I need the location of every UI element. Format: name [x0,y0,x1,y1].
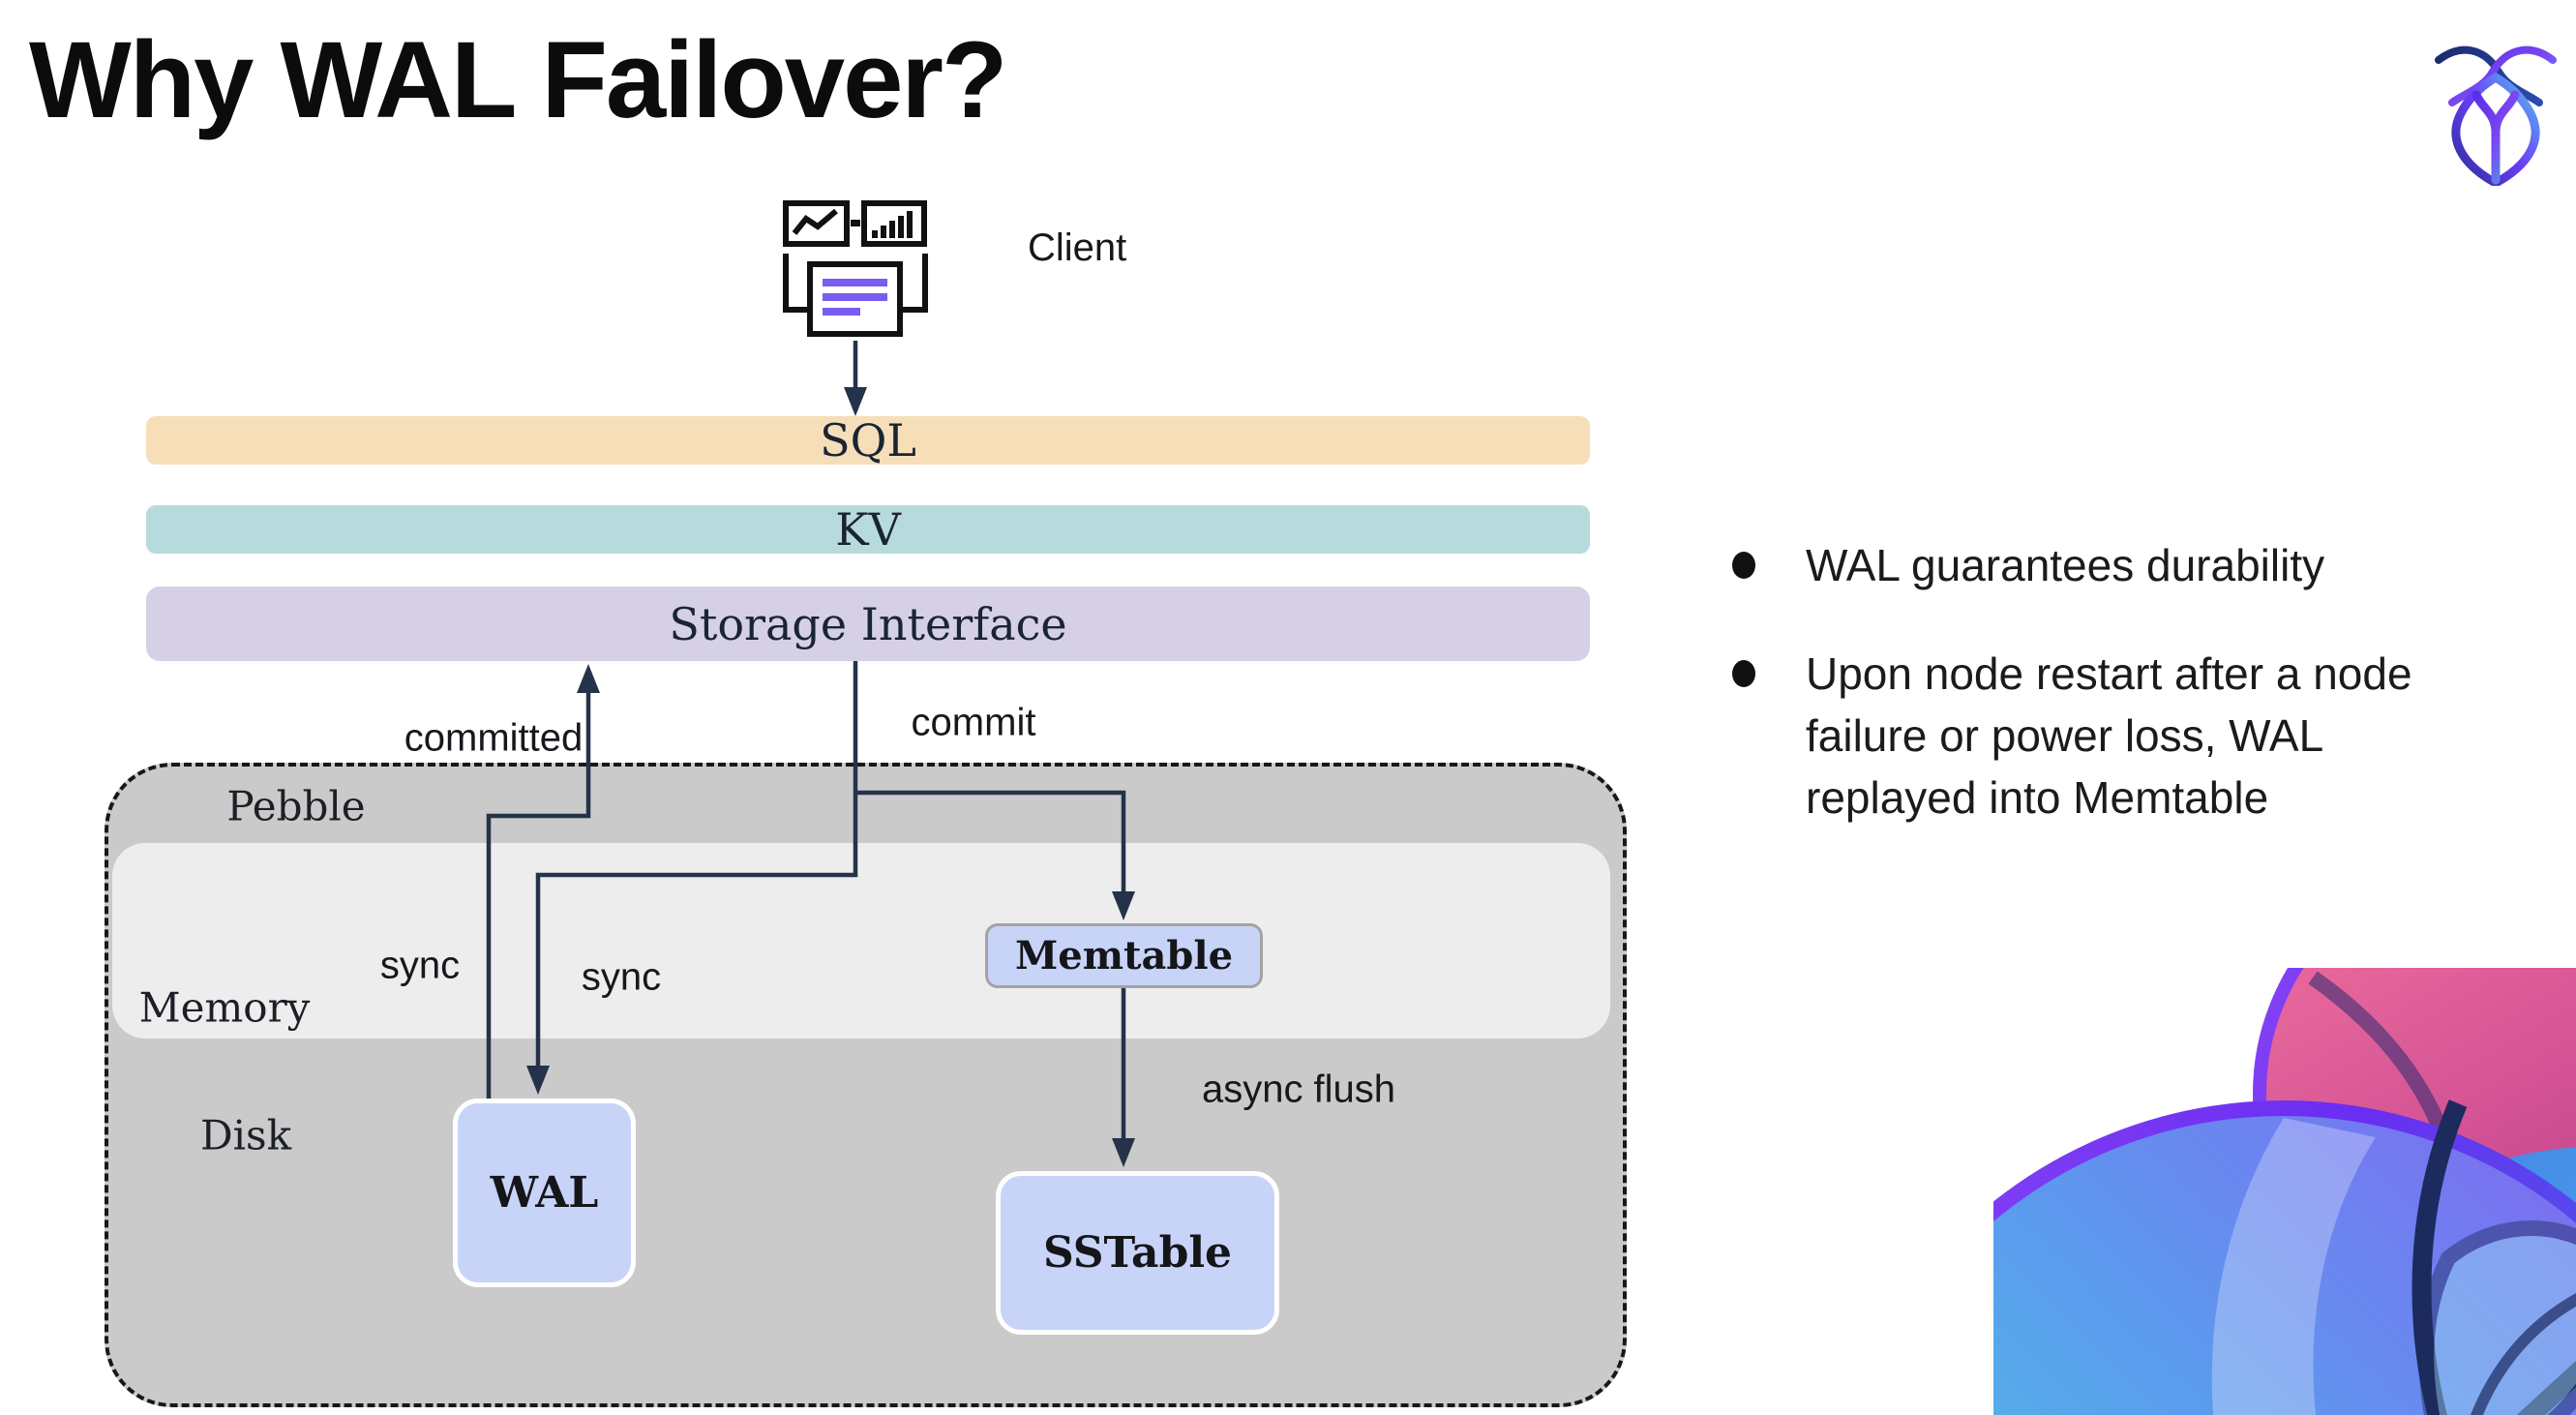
sstable-node-label: SSTable [1042,1228,1233,1278]
kv-layer-label: KV [835,503,901,556]
memtable-node: Memtable [985,923,1263,988]
sync-left-edge-label: sync [379,944,461,987]
sql-layer-label: SQL [820,414,916,467]
memory-label: Memory [138,983,311,1032]
storage-interface-label: Storage Interface [669,597,1067,650]
commit-sync-wal-arrow [526,661,858,1095]
commit-memtable-arrow [855,790,1135,920]
left-bracket-icon [783,254,811,313]
brand-leaf-art [1993,968,2576,1415]
commit-edge-label: commit [911,701,1036,744]
line-chart-monitor-icon [783,200,850,247]
right-bracket-icon [900,254,928,313]
memory-region [112,843,1610,1039]
bullet-list: WAL guarantees durability Upon node rest… [1732,534,2576,875]
disk-label: Disk [199,1111,292,1159]
sql-layer-bar: SQL [146,414,1590,467]
bullet-icon [1732,552,1755,579]
bullet-text: Upon node restart after a node failure o… [1806,648,2412,823]
pebble-label: Pebble [226,782,366,830]
wal-node: WAL [453,1099,636,1287]
committed-edge-label: committed [404,716,584,760]
client-label: Client [1028,226,1127,269]
bullet-icon [1732,660,1755,687]
page-title: Why WAL Failover? [29,19,1007,140]
memtable-node-label: Memtable [1014,933,1234,978]
async-flush-edge-label: async flush [1201,1068,1396,1111]
storage-interface-layer-bar: Storage Interface [146,587,1590,661]
list-item: WAL guarantees durability [1732,534,2576,596]
sync-right-edge-label: sync [581,955,662,999]
bullet-text: WAL guarantees durability [1806,540,2325,590]
committed-arrow [486,664,600,1099]
sstable-node: SSTable [996,1171,1279,1335]
client-workstation-icon [783,200,928,337]
cockroachdb-logo-icon [2435,45,2557,186]
dash-connector-icon [851,220,860,226]
wal-node-label: WAL [490,1168,599,1218]
list-item: Upon node restart after a node failure o… [1732,643,2576,828]
kv-layer-bar: KV [146,503,1590,556]
